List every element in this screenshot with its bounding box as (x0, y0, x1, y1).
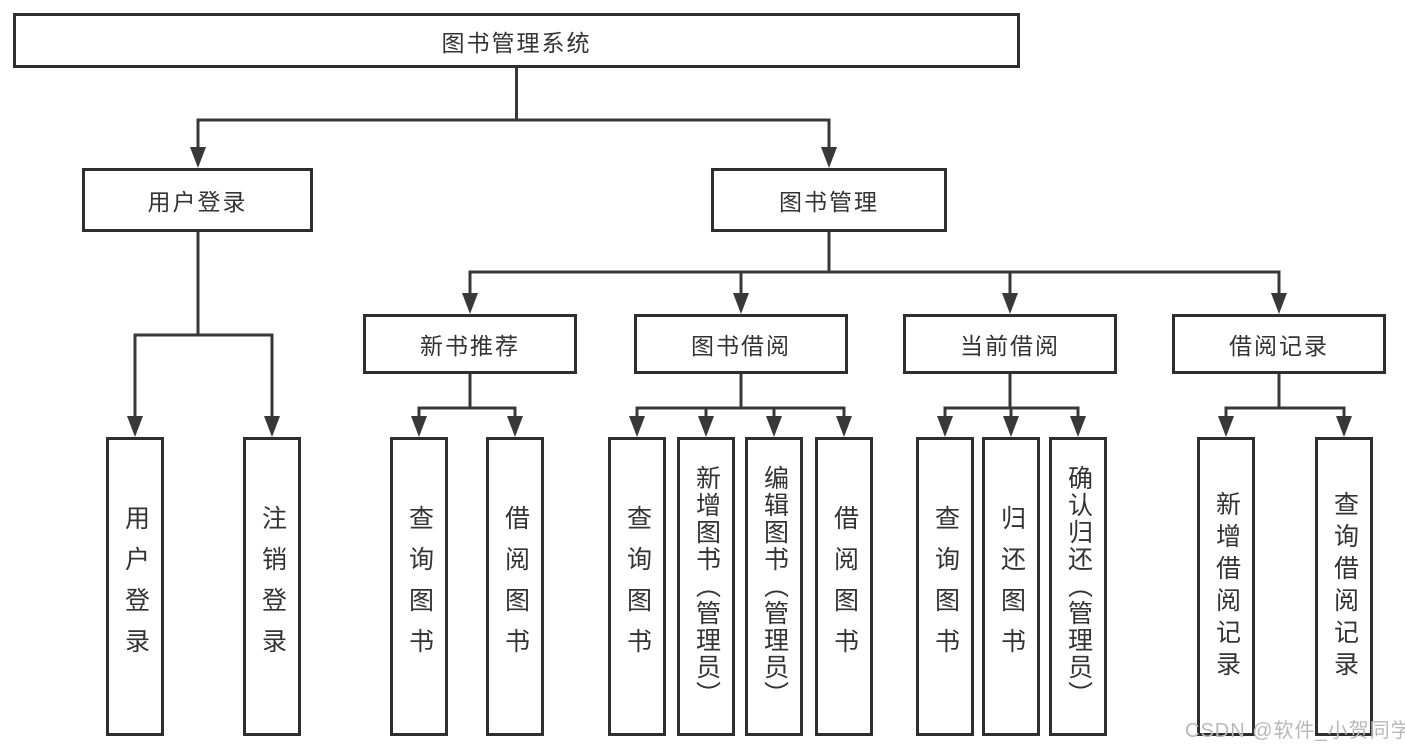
node-borrow-record-label: 借阅记录 (1229, 333, 1329, 359)
current-connectors (937, 374, 1086, 437)
node-book-management-label: 图书管理 (779, 189, 879, 215)
leaf-current-query-books-label: 查询图书 (931, 504, 960, 669)
record-connectors (1218, 374, 1352, 437)
leaf-current-return-books: 归还图书 (982, 437, 1040, 736)
node-current-borrow-label: 当前借阅 (960, 333, 1060, 359)
leaf-user-login: 用户登录 (106, 437, 164, 736)
node-book-borrow: 图书借阅 (634, 314, 848, 374)
node-root-label: 图书管理系统 (441, 29, 592, 56)
node-book-borrow-label: 图书借阅 (691, 333, 791, 359)
recommend-connectors (411, 374, 523, 437)
leaf-user-login-label: 用户登录 (121, 504, 150, 669)
leaf-record-add-borrow-record: 新增借阅记录 (1197, 437, 1255, 736)
node-user-login: 用户登录 (82, 168, 313, 232)
node-new-book-recommend-label: 新书推荐 (420, 333, 520, 359)
node-book-management: 图书管理 (711, 168, 947, 232)
node-root: 图书管理系统 (13, 13, 1020, 68)
leaf-borrow-query-books: 查询图书 (608, 437, 666, 736)
leaf-borrow-add-books-admin-label: 新增图书（管理员） (692, 465, 721, 708)
leaf-borrow-edit-books-admin-label: 编辑图书（管理员） (760, 465, 789, 708)
leaf-record-query-borrow-record-label: 查询借阅记录 (1330, 490, 1359, 683)
leaf-borrow-borrow-books-label: 借阅图书 (830, 504, 859, 669)
leaf-record-query-borrow-record: 查询借阅记录 (1315, 437, 1373, 736)
csdn-watermark: CSDN @软件_小贺同学 (1185, 720, 1405, 742)
user-login-connectors (127, 232, 280, 437)
node-new-book-recommend: 新书推荐 (363, 314, 577, 374)
leaf-current-confirm-return-admin: 确认归还（管理员） (1049, 437, 1107, 736)
leaf-recommend-query-books: 查询图书 (390, 437, 448, 736)
leaf-recommend-borrow-books-label: 借阅图书 (501, 504, 530, 669)
leaf-recommend-borrow-books: 借阅图书 (486, 437, 544, 736)
borrow-connectors (629, 374, 852, 437)
leaf-logout: 注销登录 (243, 437, 301, 736)
leaf-borrow-query-books-label: 查询图书 (623, 504, 652, 669)
root-connectors (190, 68, 837, 168)
leaf-borrow-add-books-admin: 新增图书（管理员） (677, 437, 735, 736)
leaf-current-return-books-label: 归还图书 (997, 504, 1026, 669)
leaf-current-query-books: 查询图书 (916, 437, 974, 736)
book-mgmt-connectors (462, 232, 1287, 314)
leaf-logout-label: 注销登录 (258, 504, 287, 669)
node-current-borrow: 当前借阅 (903, 314, 1117, 374)
node-user-login-label: 用户登录 (147, 189, 248, 215)
leaf-borrow-borrow-books: 借阅图书 (815, 437, 873, 736)
leaf-borrow-edit-books-admin: 编辑图书（管理员） (745, 437, 803, 736)
leaf-record-add-borrow-record-label: 新增借阅记录 (1212, 490, 1241, 683)
leaf-current-confirm-return-admin-label: 确认归还（管理员） (1064, 465, 1093, 708)
node-borrow-record: 借阅记录 (1172, 314, 1386, 374)
leaf-recommend-query-books-label: 查询图书 (405, 504, 434, 669)
